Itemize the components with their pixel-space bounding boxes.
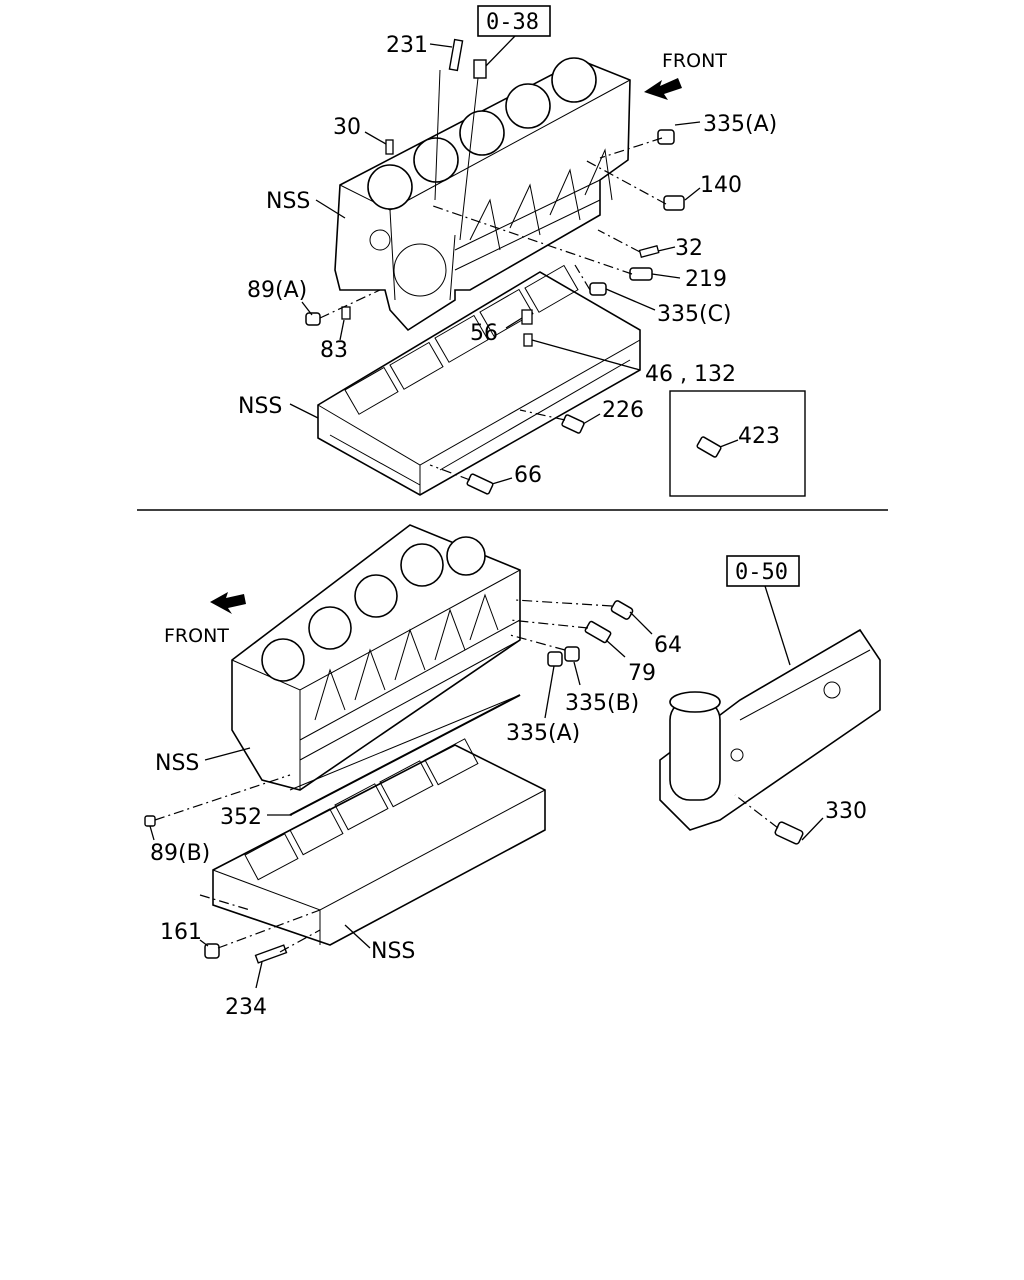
ref-box-0-50[interactable]: 0-50	[726, 555, 800, 587]
part-335a-plug-bottom[interactable]	[547, 651, 563, 667]
front-label-top: FRONT	[662, 50, 727, 72]
part-161-plug[interactable]	[204, 943, 220, 959]
part-219-plug[interactable]	[629, 267, 653, 281]
label-140: 140	[700, 173, 742, 198]
part-stud-0-38[interactable]	[459, 59, 487, 241]
crankcase-lower-upper[interactable]	[317, 264, 641, 496]
label-66: 66	[514, 463, 542, 488]
part-83-pin[interactable]	[341, 306, 351, 320]
label-32: 32	[675, 236, 703, 261]
part-335a-plug[interactable]	[657, 129, 675, 145]
svg-text:0-50: 0-50	[735, 560, 788, 585]
oil-filter-housing[interactable]	[659, 628, 881, 831]
part-66-sensor[interactable]	[466, 473, 494, 495]
part-231-bolt[interactable]	[434, 38, 464, 201]
label-56: 56	[470, 321, 498, 346]
label-234: 234	[225, 995, 267, 1020]
label-226: 226	[602, 398, 644, 423]
label-nss-crankcase-top: NSS	[238, 394, 282, 419]
label-89b: 89(B)	[150, 841, 210, 866]
cylinder-block-upper[interactable]	[334, 57, 631, 332]
part-89a-plug[interactable]	[305, 312, 321, 326]
label-219: 219	[685, 267, 727, 292]
part-234-stud[interactable]	[254, 944, 288, 964]
label-161: 161	[160, 920, 202, 945]
part-46-132-bolt[interactable]	[523, 333, 533, 347]
part-64-bolt[interactable]	[610, 600, 634, 620]
label-335a-bottom: 335(A)	[506, 721, 580, 746]
part-330-bolt[interactable]	[774, 821, 804, 845]
label-352: 352	[220, 805, 262, 830]
label-64: 64	[654, 633, 682, 658]
top-section: 0-38 FRONT	[238, 5, 806, 497]
label-nss-block-bottom: NSS	[155, 751, 199, 776]
label-89a: 89(A)	[247, 278, 307, 303]
part-32-pin[interactable]	[638, 244, 660, 258]
label-nss-block-top: NSS	[266, 189, 310, 214]
label-nss-crankcase-bottom: NSS	[371, 939, 415, 964]
label-79: 79	[628, 661, 656, 686]
part-352-rod[interactable]	[289, 694, 521, 816]
svg-text:0-38: 0-38	[486, 10, 539, 35]
label-335b: 335(B)	[565, 691, 639, 716]
part-89b-plug[interactable]	[144, 815, 156, 827]
cylinder-block-lower[interactable]	[231, 524, 521, 791]
part-423-sensor[interactable]	[696, 436, 722, 458]
part-56-pin[interactable]	[521, 309, 533, 325]
front-arrow-icon-top	[644, 78, 682, 100]
part-335b-plug[interactable]	[564, 646, 580, 662]
label-46-132: 46 , 132	[645, 362, 736, 387]
front-arrow-icon-bottom	[210, 592, 246, 614]
label-335c: 335(C)	[657, 302, 732, 327]
crankcase-lower-lower[interactable]	[212, 738, 546, 946]
label-30: 30	[333, 115, 361, 140]
part-30-dowel[interactable]	[385, 139, 394, 155]
inset-box-423	[669, 390, 806, 497]
ref-box-0-38[interactable]: 0-38	[477, 5, 551, 37]
label-231: 231	[386, 33, 428, 58]
label-83: 83	[320, 338, 348, 363]
bottom-section: FRONT 0-50	[144, 524, 881, 1020]
part-335c-plug[interactable]	[589, 282, 607, 296]
front-label-bottom: FRONT	[164, 625, 229, 647]
part-140-plug[interactable]	[663, 195, 685, 211]
label-423: 423	[738, 424, 780, 449]
label-330: 330	[825, 799, 867, 824]
label-335a-top: 335(A)	[703, 112, 777, 137]
part-79-sensor[interactable]	[584, 620, 612, 644]
part-226-sensor[interactable]	[561, 414, 585, 434]
